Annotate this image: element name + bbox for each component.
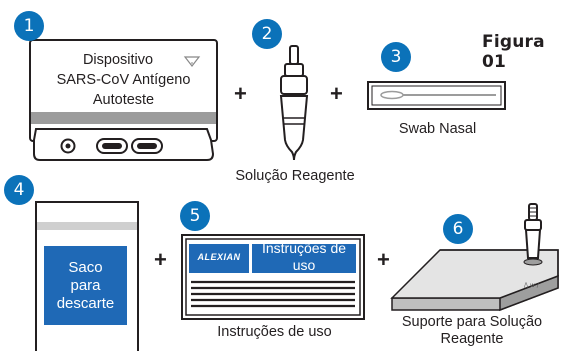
bag-label-line-1: Saco (68, 259, 103, 276)
device-label-line-3: Autoteste (92, 92, 155, 108)
disposal-bag-drawing (35, 201, 139, 351)
step-badge-5: 5 (180, 201, 210, 231)
instructions-caption: Instruções de uso (217, 324, 332, 340)
instructions-leaflet-drawing (181, 234, 365, 320)
step-badge-1: 1 (14, 11, 44, 41)
plus-sign-2: + (330, 81, 343, 106)
leaflet-title-line-2: uso (292, 257, 316, 273)
step-badge-6: 6 (443, 214, 473, 244)
plus-sign-3: + (154, 247, 167, 272)
step-badge-4: 4 (4, 175, 34, 205)
figure-label: Figura 01 (482, 32, 545, 72)
stand-caption-line-2: Reagente (440, 331, 504, 347)
step-badge-3: 3 (381, 42, 411, 72)
step-badge-2: 2 (252, 19, 282, 49)
plus-sign-1: + (234, 81, 247, 106)
device-label-line-1: Dispositivo (82, 52, 154, 68)
stand-caption-line-1: Suporte para Solução (401, 314, 543, 330)
reagent-solution-caption: Solução Reagente (235, 168, 355, 184)
reagent-stand-drawing: /\ w / (390, 203, 559, 312)
bag-label-line-3: descarte (56, 295, 115, 312)
device-label-line-2: SARS-CoV Antígeno (56, 72, 191, 88)
reagent-vial-drawing (279, 45, 309, 161)
triangle-icon (183, 56, 201, 67)
swab-package-drawing (367, 81, 506, 110)
bag-label-line-2: para (70, 277, 101, 294)
plus-sign-4: + (377, 247, 390, 272)
brand-logo: ALEXIAN (197, 252, 241, 262)
test-device-drawing (29, 39, 218, 161)
svg-text:/\ w /: /\ w / (524, 282, 540, 289)
nasal-swab-caption: Swab Nasal (398, 121, 477, 137)
leaflet-title-line-1: Instruções de (261, 240, 347, 256)
